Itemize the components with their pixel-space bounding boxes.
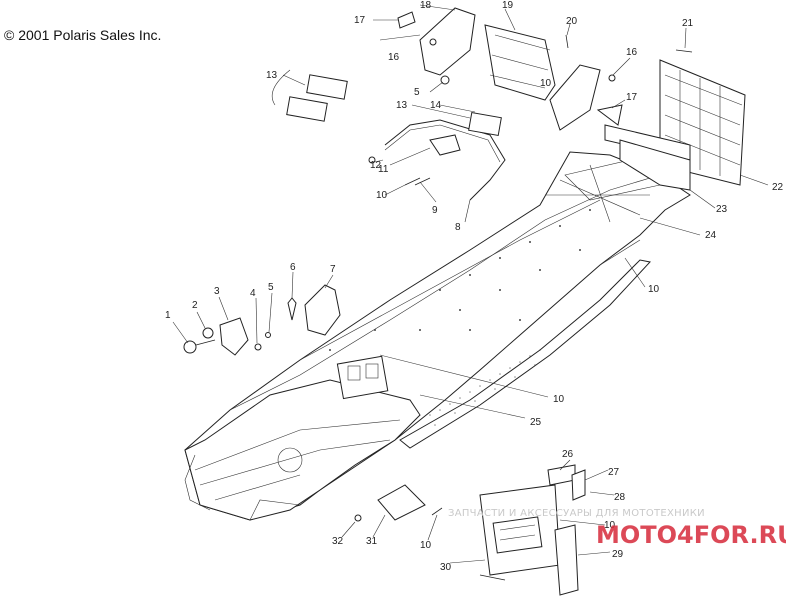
front-mount-parts <box>183 284 341 356</box>
callout-30: 30 <box>440 562 452 573</box>
callout-5: 5 <box>268 282 274 293</box>
callout-5: 5 <box>414 87 420 98</box>
callout-17: 17 <box>626 92 638 103</box>
callout-16: 16 <box>626 47 638 58</box>
callout-12: 12 <box>370 160 382 171</box>
callout-25: 25 <box>530 417 542 428</box>
callout-23: 23 <box>716 204 728 215</box>
watermark: ЗАПЧАСТИ И АКСЕССУАРЫ ДЛЯ МОТОТЕХНИКИ MO… <box>448 508 786 549</box>
callout-18: 18 <box>420 0 432 11</box>
callout-4: 4 <box>250 288 256 299</box>
callout-13: 13 <box>266 70 278 81</box>
callout-27: 27 <box>608 467 620 478</box>
tail-light-group <box>271 69 348 122</box>
callout-10: 10 <box>376 190 388 201</box>
callout-10: 10 <box>420 540 432 551</box>
rear-bumper-group <box>368 111 506 201</box>
callout-29: 29 <box>612 549 624 560</box>
callout-1: 1 <box>165 310 171 321</box>
watermark-text: ЗАПЧАСТИ И АКСЕССУАРЫ ДЛЯ МОТОТЕХНИКИ <box>448 508 705 519</box>
callout-14: 14 <box>430 100 442 111</box>
chassis-tunnel <box>184 151 691 521</box>
callout-22: 22 <box>772 182 784 193</box>
callout-24: 24 <box>705 230 717 241</box>
callout-10: 10 <box>540 78 552 89</box>
callout-20: 20 <box>566 16 578 27</box>
callout-13: 13 <box>396 100 408 111</box>
callout-17: 17 <box>354 15 366 26</box>
copyright-text: © 2001 Polaris Sales Inc. <box>4 27 161 43</box>
callout-32: 32 <box>332 536 344 547</box>
upper-bracket-parts <box>397 7 623 131</box>
lower-left-parts <box>354 484 443 522</box>
callout-26: 26 <box>562 449 574 460</box>
callout-8: 8 <box>455 222 461 233</box>
lower-right-parts <box>479 464 586 596</box>
watermark-logo: MOTO4FOR.RU <box>596 521 786 549</box>
callout-11: 11 <box>378 164 389 175</box>
snow-flap-group <box>604 49 746 191</box>
callout-19: 19 <box>502 0 514 11</box>
callout-10: 10 <box>648 284 660 295</box>
callout-6: 6 <box>290 262 296 273</box>
callout-3: 3 <box>214 286 220 297</box>
leader-lines <box>172 4 769 564</box>
callout-2: 2 <box>192 300 198 311</box>
callout-10: 10 <box>553 394 565 405</box>
callout-16: 16 <box>388 52 400 63</box>
callout-28: 28 <box>614 492 626 503</box>
callout-7: 7 <box>330 264 336 275</box>
callout-31: 31 <box>366 536 378 547</box>
callout-21: 21 <box>682 18 694 29</box>
callout-9: 9 <box>432 205 438 216</box>
callout-numbers: 1 2 3 4 5 6 7 8 9 10 11 12 13 14 13 17 1… <box>165 0 784 573</box>
callout-10: 10 <box>604 520 616 531</box>
